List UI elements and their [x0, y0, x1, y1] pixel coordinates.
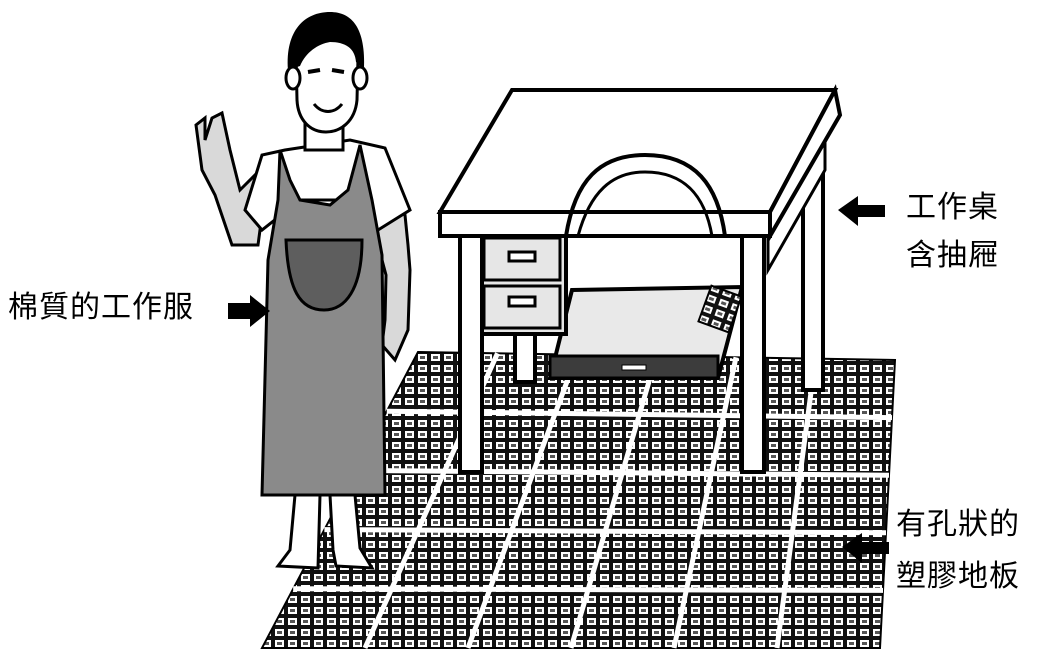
floor-tile-seam	[293, 589, 883, 591]
label-cotton-uniform: 棉質的工作服	[8, 288, 194, 328]
label-work-desk: 工作桌	[906, 188, 999, 228]
arrow-left-icon	[838, 196, 885, 226]
bottom-shelf-handle	[622, 365, 646, 370]
worker-left-leg	[278, 495, 320, 568]
desk-leg-front-left	[460, 232, 482, 472]
worker-right-ear	[353, 67, 367, 89]
desk-leg-front-right	[742, 232, 764, 472]
label-perforated: 有孔狀的	[896, 505, 1020, 545]
label-plastic-floor: 塑膠地板	[896, 557, 1020, 597]
floor-tile-seam	[324, 530, 886, 533]
worker-left-ear	[286, 67, 300, 89]
worker-right-eye	[332, 70, 344, 72]
arrow-right-icon	[228, 295, 270, 327]
label-with-drawers: 含抽屜	[906, 236, 999, 276]
drawer-top-handle	[509, 252, 535, 261]
worker-figure	[196, 12, 410, 568]
worker-raised-arm	[196, 113, 262, 245]
desk-top-surface	[440, 90, 835, 212]
drawer-bottom-handle	[509, 297, 535, 306]
worker-left-eye	[308, 70, 320, 72]
